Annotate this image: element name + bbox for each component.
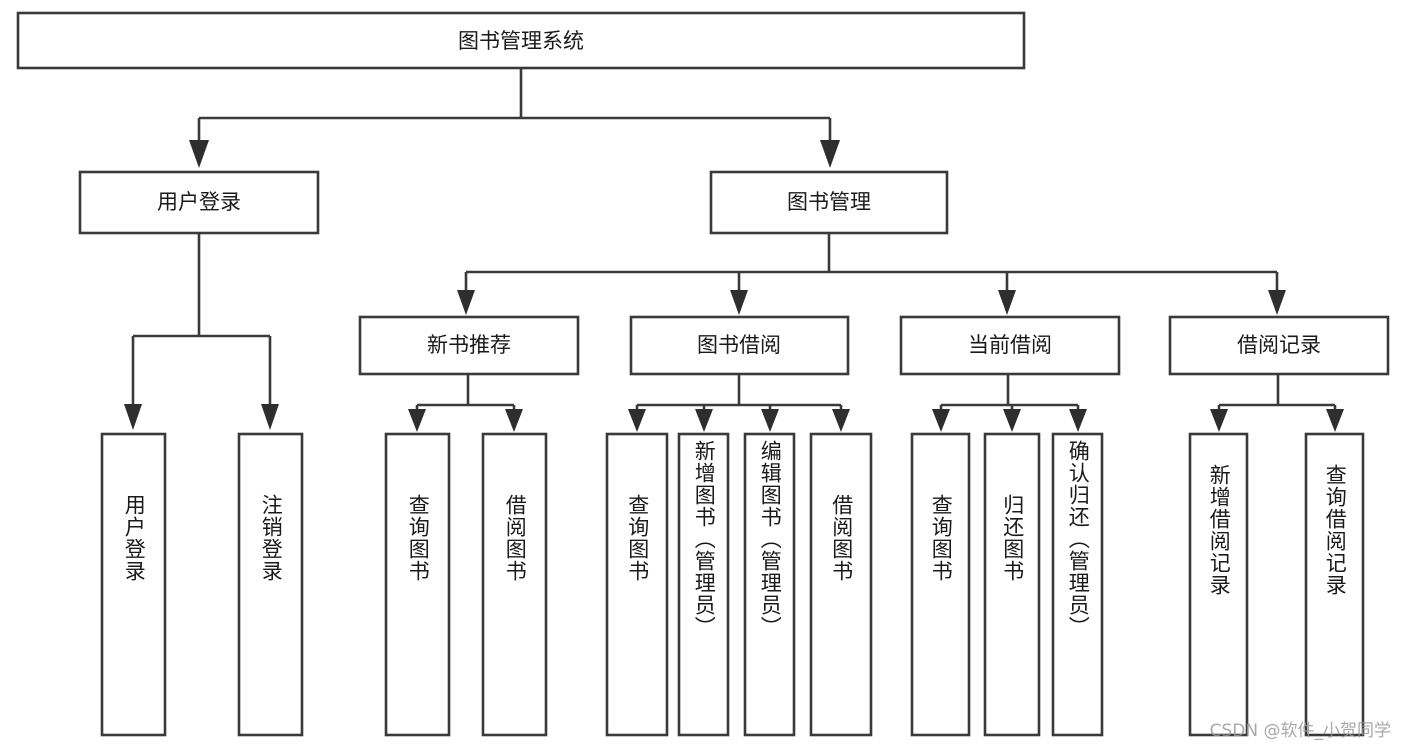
node-book-borrow[interactable]: 图书借阅 bbox=[629, 315, 850, 376]
node-root-box[interactable] bbox=[16, 11, 1026, 70]
node-leaf-user-logout-box[interactable] bbox=[237, 432, 304, 737]
connector-layer bbox=[124, 68, 1344, 432]
arrow-head-book-manage bbox=[820, 140, 840, 168]
node-user-login-box[interactable] bbox=[78, 170, 320, 235]
arrow-head-recommend-query-book bbox=[408, 409, 426, 432]
node-current-borrow-label: 当前借阅 bbox=[968, 333, 1052, 357]
arrow-head-recommend-borrow-book bbox=[505, 409, 523, 432]
node-leaf-borrow-query-book-box[interactable] bbox=[605, 432, 669, 737]
arrow-head-current-query-book bbox=[932, 409, 950, 432]
arrow-head-record-add bbox=[1210, 409, 1228, 432]
node-current-borrow[interactable]: 当前借阅 bbox=[899, 315, 1121, 376]
node-leaf-current-query-book-box[interactable] bbox=[910, 432, 971, 737]
node-leaf-record-query-box[interactable] bbox=[1304, 432, 1365, 737]
node-leaf-current-return-book-box[interactable] bbox=[983, 432, 1041, 737]
arrow-head-borrow-record bbox=[1268, 290, 1286, 315]
node-leaf-user-login-box[interactable] bbox=[100, 432, 167, 737]
node-root[interactable]: 图书管理系统 bbox=[16, 11, 1026, 70]
arrow-head-borrow-query-book bbox=[628, 409, 646, 432]
node-book-manage-label: 图书管理 bbox=[787, 190, 871, 214]
node-leaf-recommend-query-book-box[interactable] bbox=[384, 432, 451, 737]
node-borrow-record[interactable]: 借阅记录 bbox=[1168, 315, 1390, 376]
arrow-head-current-confirm-return bbox=[1069, 409, 1087, 432]
node-root-label: 图书管理系统 bbox=[458, 29, 584, 53]
node-borrow-record-label: 借阅记录 bbox=[1237, 333, 1321, 357]
node-new-book-recommend-box[interactable] bbox=[358, 315, 580, 376]
arrow-head-book-borrow bbox=[730, 290, 748, 315]
arrow-head-borrow-add-book bbox=[695, 409, 713, 432]
arrow-head-user-login bbox=[189, 140, 209, 168]
watermark-text: CSDN @软件_小贺同学 bbox=[1209, 721, 1391, 741]
arrow-head-current-borrow bbox=[998, 290, 1016, 315]
leaf-box-layer bbox=[100, 432, 1365, 737]
arrow-head-leaf-user-logout bbox=[261, 404, 279, 430]
node-new-book-recommend-label: 新书推荐 bbox=[427, 333, 511, 357]
node-leaf-current-confirm-return-box[interactable] bbox=[1051, 432, 1104, 737]
arrow-head-borrow-borrow-book bbox=[832, 409, 850, 432]
node-leaf-borrow-edit-book-box[interactable] bbox=[743, 432, 796, 737]
node-new-book-recommend[interactable]: 新书推荐 bbox=[358, 315, 580, 376]
node-book-manage-box[interactable] bbox=[709, 170, 949, 235]
arrow-head-new-book-recommend bbox=[457, 290, 475, 315]
node-current-borrow-box[interactable] bbox=[899, 315, 1121, 376]
node-user-login[interactable]: 用户登录 bbox=[78, 170, 320, 235]
arrow-head-record-query bbox=[1326, 409, 1344, 432]
node-user-login-label: 用户登录 bbox=[157, 190, 241, 214]
node-leaf-borrow-borrow-book-box[interactable] bbox=[809, 432, 873, 737]
node-book-borrow-box[interactable] bbox=[629, 315, 850, 376]
node-leaf-recommend-borrow-book-box[interactable] bbox=[481, 432, 548, 737]
arrow-head-leaf-user-login bbox=[124, 404, 142, 430]
node-leaf-borrow-add-book-box[interactable] bbox=[677, 432, 730, 737]
arrow-head-borrow-edit-book bbox=[761, 409, 779, 432]
node-book-borrow-label: 图书借阅 bbox=[697, 333, 781, 357]
node-book-manage[interactable]: 图书管理 bbox=[709, 170, 949, 235]
arrow-head-current-return-book bbox=[1003, 409, 1021, 432]
node-borrow-record-box[interactable] bbox=[1168, 315, 1390, 376]
node-leaf-record-add-box[interactable] bbox=[1188, 432, 1249, 737]
